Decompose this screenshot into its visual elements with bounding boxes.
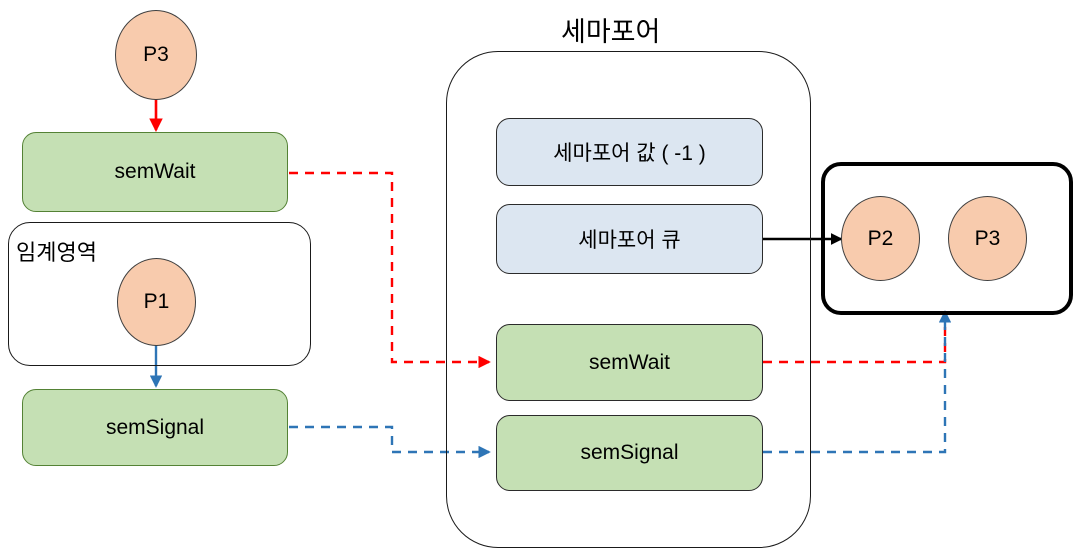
critical-section-container bbox=[8, 222, 311, 366]
process-p3-blocked[interactable]: P3 bbox=[948, 196, 1027, 281]
process-p2-blocked[interactable]: P2 bbox=[841, 196, 920, 281]
semsignal-box-semaphore[interactable]: semSignal bbox=[496, 415, 763, 491]
semaphore-container bbox=[446, 51, 811, 548]
critical-section-label: 임계영역 bbox=[16, 240, 97, 265]
semaphore-value-box[interactable]: 세마포어 값 ( -1 ) bbox=[496, 118, 763, 186]
semsignal-box-left[interactable]: semSignal bbox=[22, 389, 288, 466]
process-p3-waiting[interactable]: P3 bbox=[115, 10, 197, 100]
semaphore-title: 세마포어 bbox=[561, 17, 661, 47]
semaphore-queue-box[interactable]: 세마포어 큐 bbox=[496, 204, 763, 274]
semwait-box-semaphore[interactable]: semWait bbox=[496, 324, 763, 401]
blocked-process-holder bbox=[821, 162, 1073, 315]
semwait-box-left[interactable]: semWait bbox=[22, 132, 288, 212]
process-p1-in-critical-section[interactable]: P1 bbox=[117, 258, 196, 346]
